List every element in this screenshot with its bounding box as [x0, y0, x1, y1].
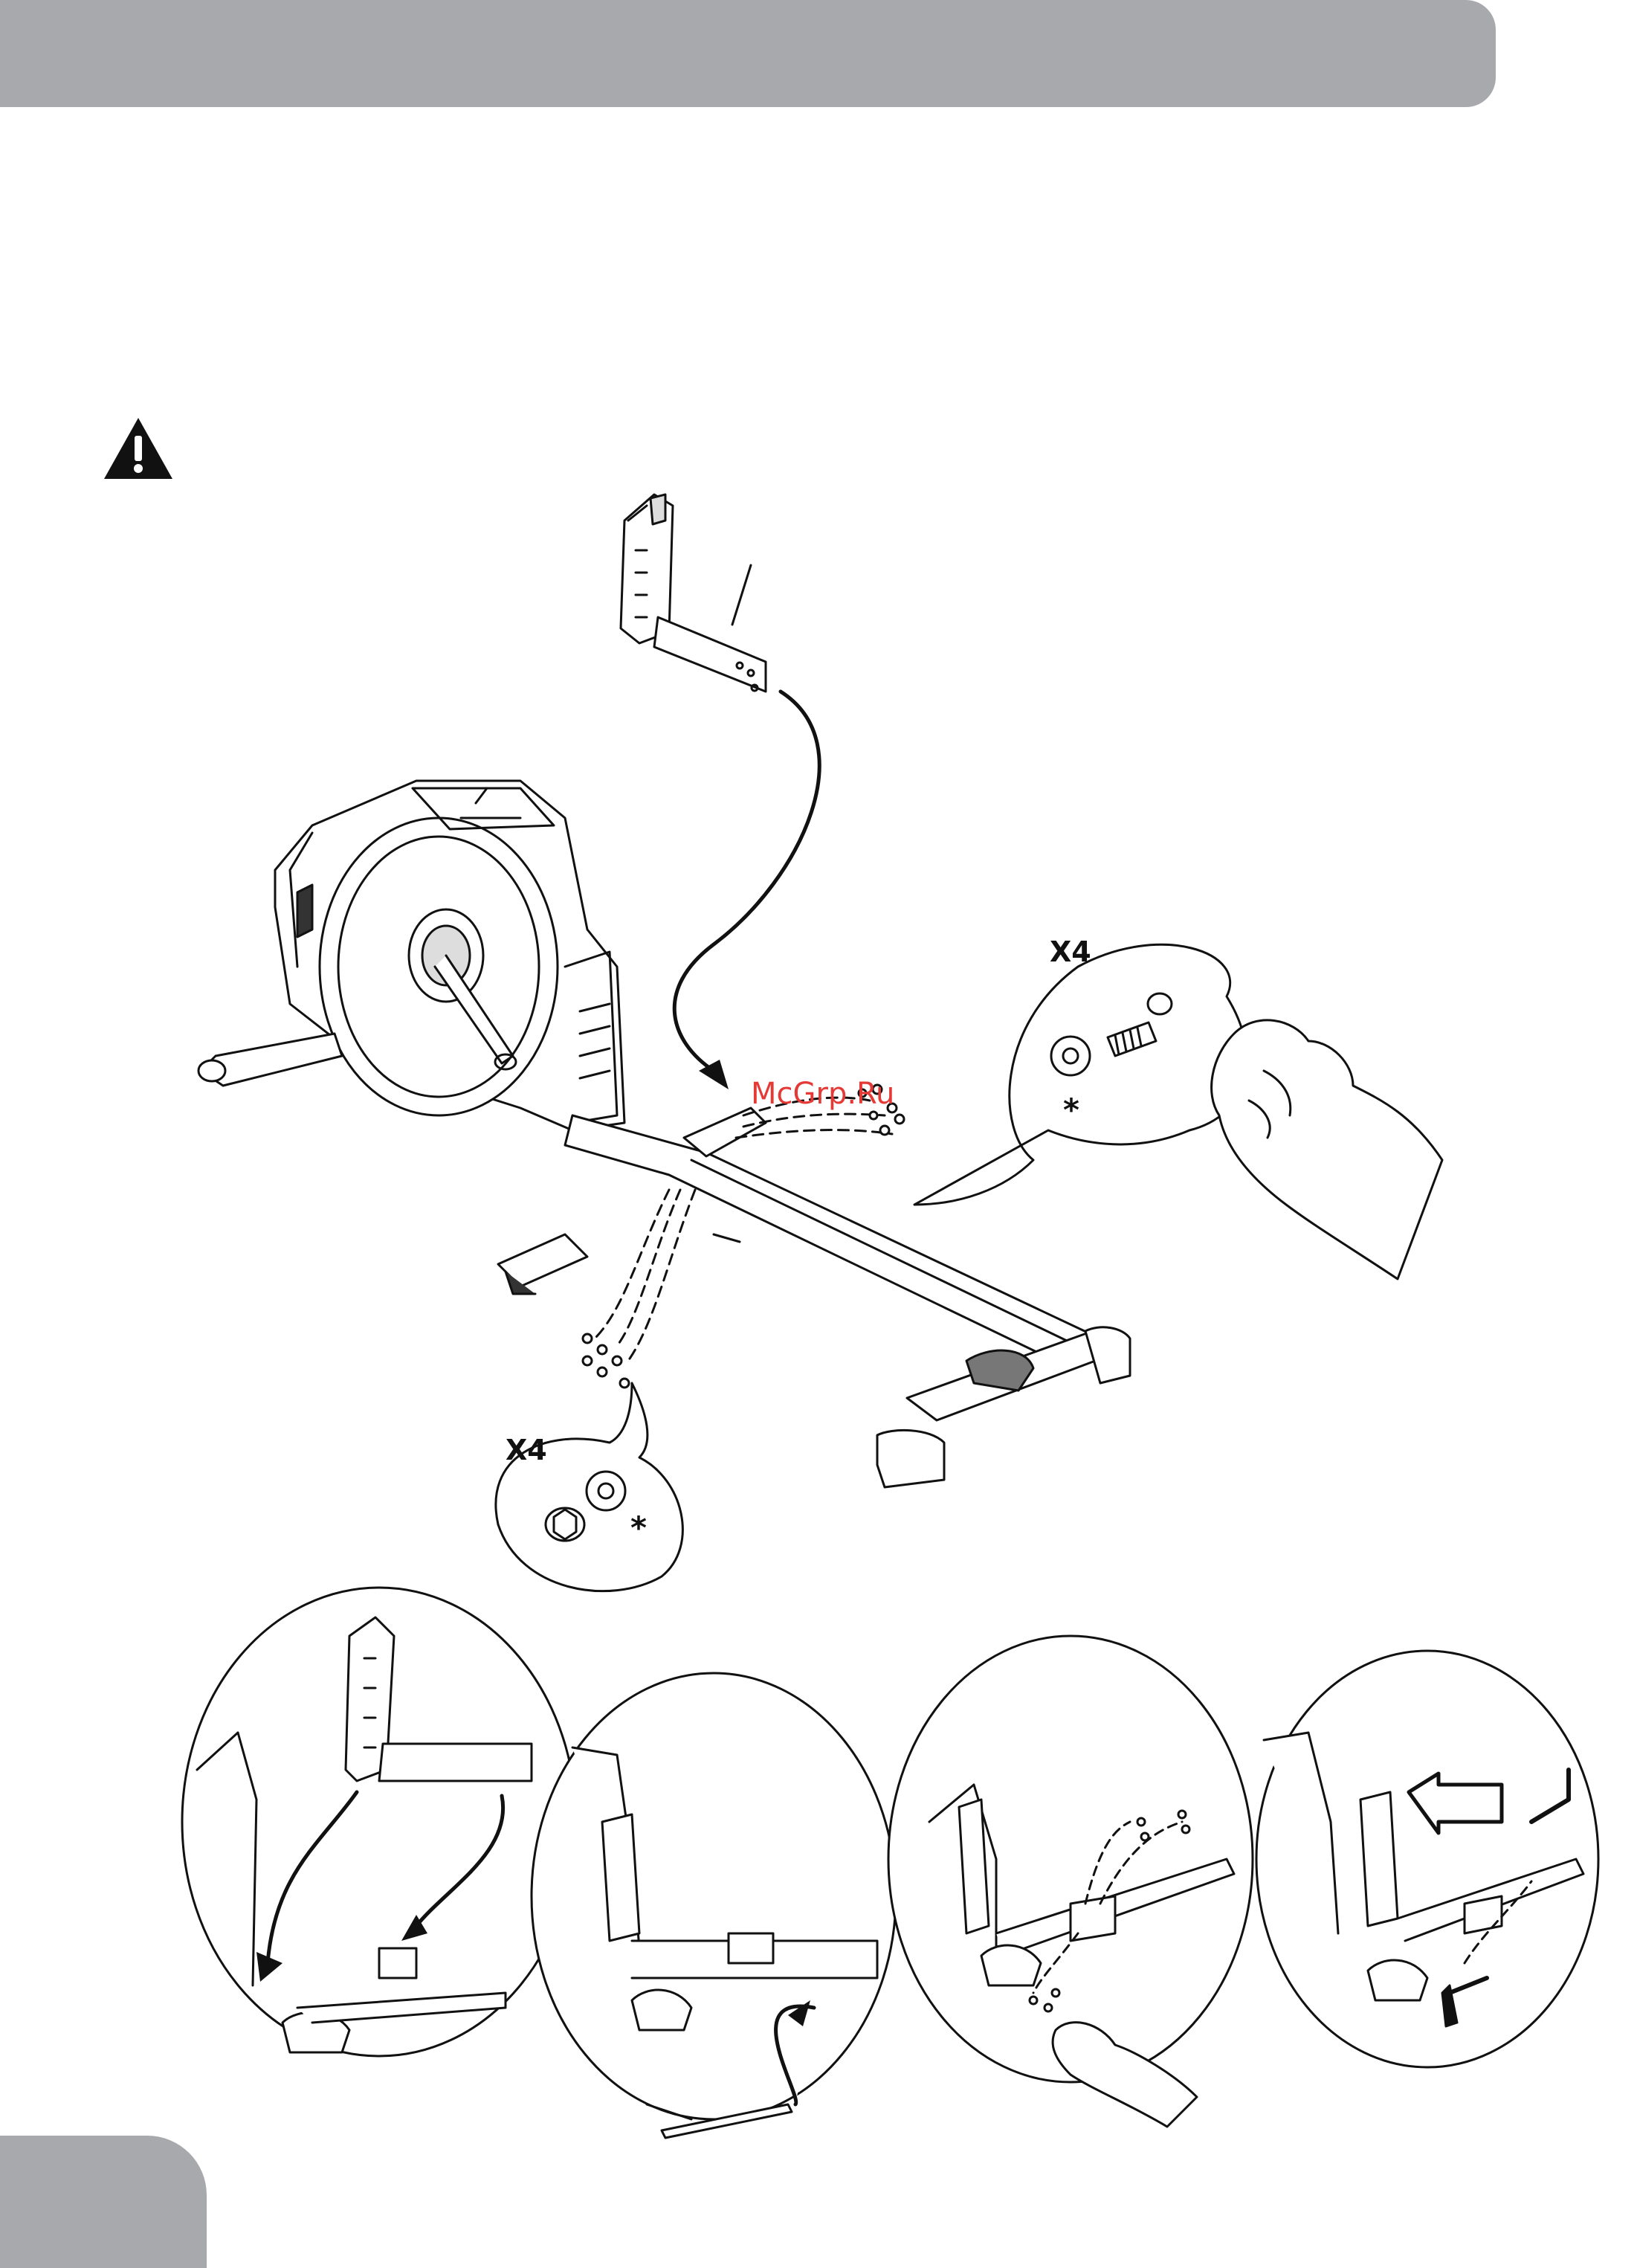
- main-frame-beam: [498, 1108, 1130, 1487]
- nut-quantity-label: X4: [506, 1434, 547, 1466]
- nut-callout: [496, 1383, 682, 1591]
- front-stabilizer: [198, 1034, 342, 1086]
- flywheel-housing: [275, 781, 624, 1130]
- step-2: [532, 1673, 896, 2138]
- step-1: [182, 1588, 576, 2056]
- bolt-quantity-label: X4: [1050, 935, 1091, 968]
- step-3: [888, 1636, 1253, 2127]
- seat-post-part: [621, 494, 766, 692]
- nut-washer-mark: *: [630, 1510, 647, 1546]
- bolt-callout: [914, 944, 1247, 1205]
- nuts: [583, 1334, 629, 1388]
- step-4: [1256, 1651, 1598, 2067]
- watermark: McGrp.Ru: [751, 1077, 894, 1111]
- assembly-arrow: [674, 692, 819, 1071]
- footer-tab: [0, 2136, 207, 2268]
- bolt-washer-mark: *: [1063, 1092, 1079, 1128]
- hand-illustration-1: [1212, 1020, 1442, 1279]
